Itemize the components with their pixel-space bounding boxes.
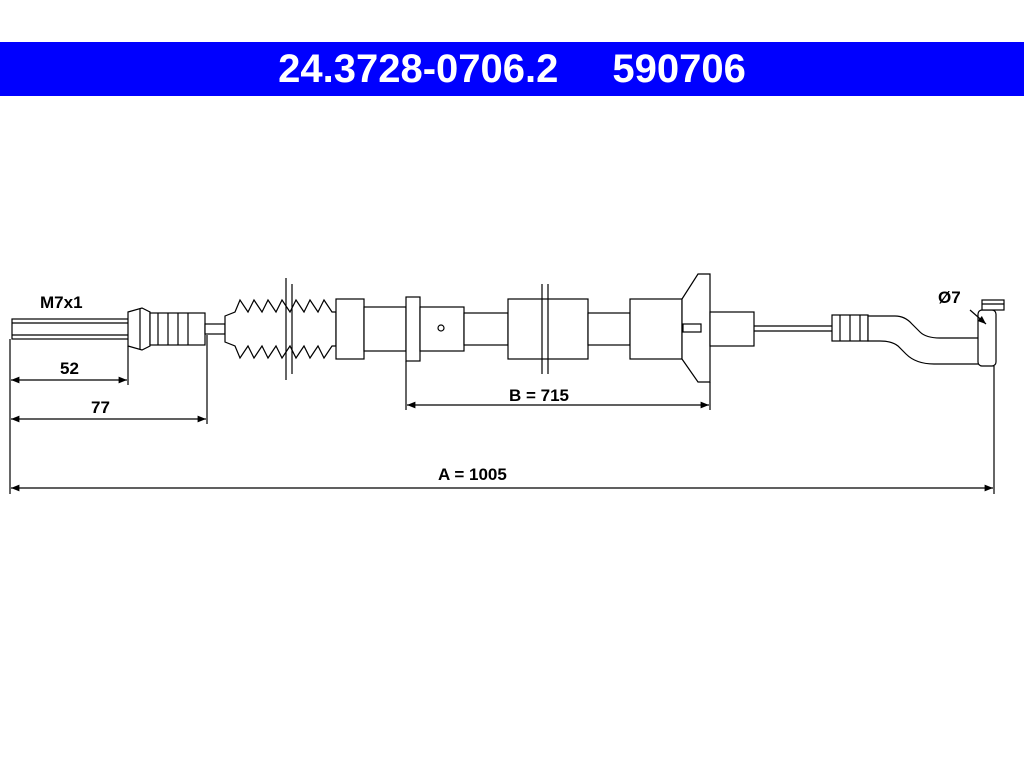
diameter-label: Ø7 bbox=[938, 288, 961, 307]
dim-label-a: A = 1005 bbox=[438, 465, 507, 484]
extension-lines bbox=[9, 335, 995, 494]
threaded-end bbox=[11, 307, 226, 351]
mounting-flange bbox=[629, 273, 755, 383]
reference-number: 590706 bbox=[612, 46, 746, 91]
part-number: 24.3728-0706.2 bbox=[278, 46, 559, 91]
title-banner: 24.3728-0706.2 590706 bbox=[0, 42, 1024, 96]
dim-label-77: 77 bbox=[91, 398, 110, 417]
inner-cable bbox=[754, 325, 832, 332]
leader-diameter bbox=[969, 309, 987, 325]
eye-end-fitting bbox=[831, 299, 1005, 367]
thread-label: M7x1 bbox=[40, 293, 83, 312]
dim-label-b: B = 715 bbox=[509, 386, 569, 405]
adjuster-body bbox=[335, 284, 631, 374]
rubber-boot bbox=[224, 278, 337, 380]
dimension-lines bbox=[10, 309, 993, 492]
dim-label-52: 52 bbox=[60, 359, 79, 378]
